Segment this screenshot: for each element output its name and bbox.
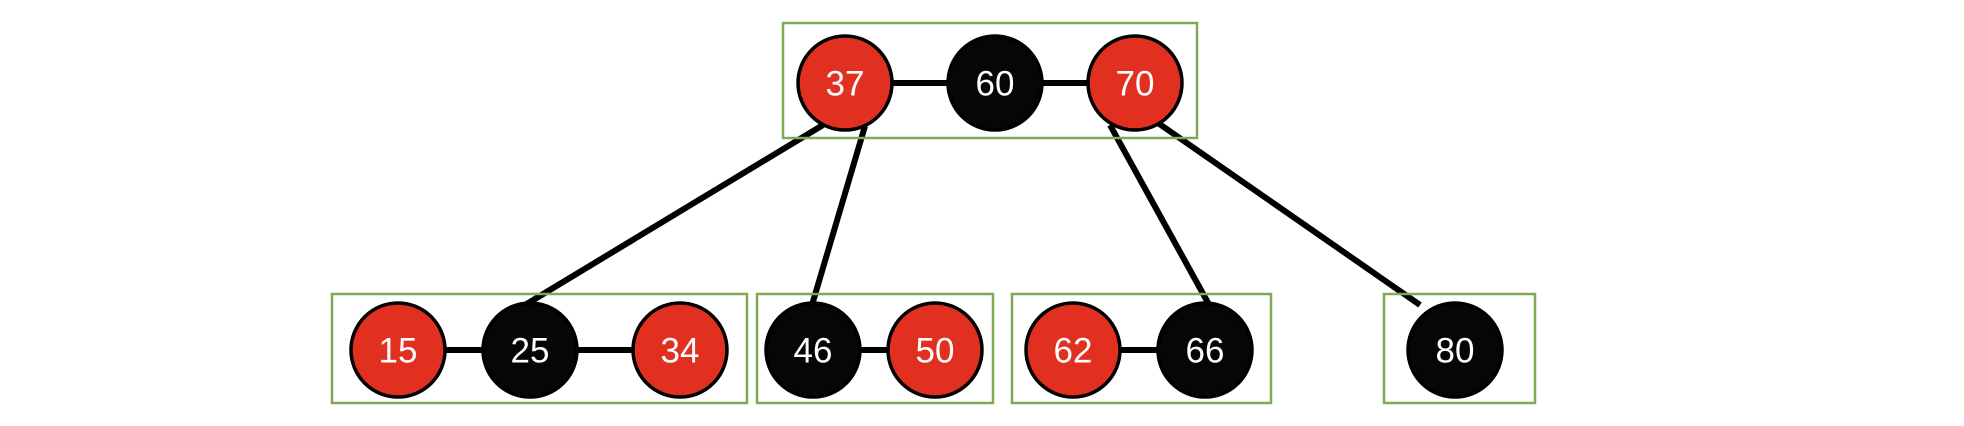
black-node-circle[interactable] [764, 301, 862, 399]
tree-node[interactable]: 60 [946, 34, 1044, 132]
tree-node[interactable]: 34 [631, 301, 729, 399]
tree-node[interactable]: 66 [1156, 301, 1254, 399]
tree-node[interactable]: 46 [764, 301, 862, 399]
black-node-circle[interactable] [1406, 301, 1504, 399]
group-box [330, 292, 749, 405]
tree-edge [1156, 120, 1422, 308]
red-node-circle[interactable] [1086, 34, 1184, 132]
red-node-circle[interactable] [349, 301, 447, 399]
tree-node[interactable]: 25 [481, 301, 579, 399]
tree-node[interactable]: 70 [1086, 34, 1184, 132]
group-box [1010, 292, 1273, 405]
red-node-circle[interactable] [631, 301, 729, 399]
red-node-circle[interactable] [886, 301, 984, 399]
black-node-circle[interactable] [946, 34, 1044, 132]
tree-node[interactable]: 15 [349, 301, 447, 399]
group-box [755, 292, 995, 405]
group-box [1382, 292, 1537, 405]
black-node-circle[interactable] [481, 301, 579, 399]
tree-node[interactable]: 37 [796, 34, 894, 132]
tree-node[interactable]: 62 [1024, 301, 1122, 399]
red-node-circle[interactable] [1024, 301, 1122, 399]
group-box-layer [330, 21, 1537, 405]
tree-edge [518, 122, 825, 311]
tree-node[interactable]: 50 [886, 301, 984, 399]
tree-edge [809, 125, 868, 306]
red-node-circle[interactable] [796, 34, 894, 132]
tree-edge-layer [518, 120, 1422, 312]
group-box [781, 21, 1199, 140]
tree-node[interactable]: 80 [1406, 301, 1504, 399]
tree-edge [1107, 123, 1215, 312]
black-node-circle[interactable] [1156, 301, 1254, 399]
